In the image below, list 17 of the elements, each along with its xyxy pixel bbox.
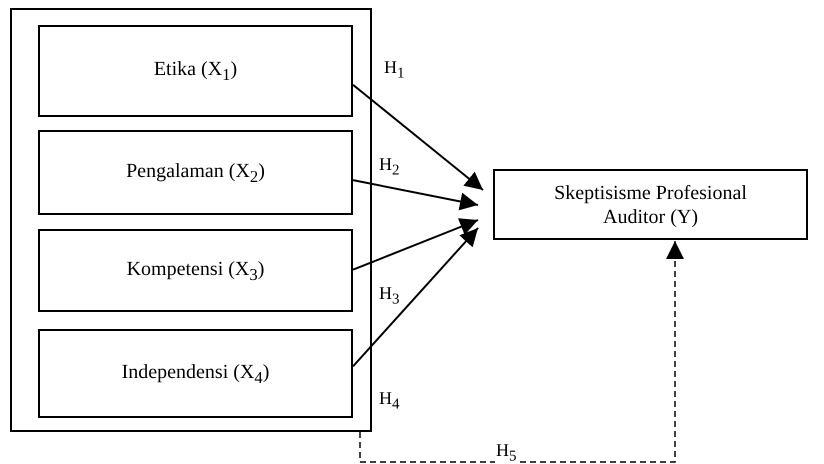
group-frame (10, 8, 372, 432)
arrow (352, 227, 479, 368)
variable-box (38, 229, 353, 312)
variable-label: Pengalaman (X$_{2}$) (126, 158, 265, 186)
variable-label: Kompetensi (X$_{3}$) (126, 256, 264, 284)
edge-label: H$_{5}$ (495, 441, 518, 464)
variable-label: Skeptisisme Profesional Auditor (Y) (553, 180, 748, 228)
variable-box (38, 130, 353, 215)
variable-box (493, 169, 808, 240)
variable-box (38, 329, 353, 418)
arrow (359, 241, 684, 463)
arrow (352, 218, 478, 271)
arrow (352, 84, 484, 191)
arrow (352, 179, 478, 210)
variable-label: Independensi (X$_{4}$) (122, 360, 270, 388)
variable-label: Etika (X$_{1}$) (154, 57, 238, 85)
variable-box (38, 25, 353, 117)
